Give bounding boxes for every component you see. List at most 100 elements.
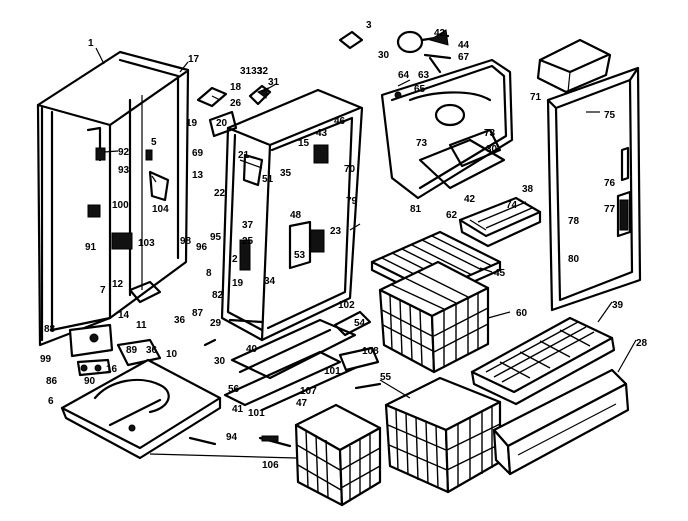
callout-19a: 19 (186, 118, 198, 129)
callout-15: 15 (298, 138, 310, 149)
callout-1: 1 (88, 38, 94, 49)
door-shelf-rack (470, 316, 616, 406)
callout-100: 100 (112, 200, 129, 211)
callout-11: 11 (136, 320, 147, 331)
callout-73a: 73 (416, 138, 428, 149)
callout-2: 2 (232, 254, 238, 265)
callout-13: 13 (192, 170, 204, 181)
callout-8: 8 (206, 268, 212, 279)
door-bin (492, 368, 630, 476)
callout-18: 18 (230, 82, 242, 93)
callout-56: 56 (228, 384, 240, 395)
callout-93: 93 (118, 165, 130, 176)
callout-21: 21 (238, 150, 250, 161)
leader-lines (95, 47, 637, 459)
callout-31: 31 (268, 77, 280, 88)
crisper-basket-large (384, 376, 502, 494)
callout-91: 91 (85, 242, 97, 253)
callout-87: 87 (192, 308, 204, 319)
damper-parts (196, 84, 272, 138)
callout-25: 25 (242, 236, 254, 247)
callout-70: 70 (344, 164, 356, 175)
callout-41: 41 (232, 404, 244, 415)
callout-5: 5 (151, 137, 157, 148)
callout-88: 88 (44, 324, 56, 335)
callout-37: 37 (242, 220, 254, 231)
callout-99: 99 (40, 354, 52, 365)
callout-60: 60 (516, 308, 528, 319)
callout-30c: 30 (486, 144, 498, 155)
callout-3: 3 (366, 20, 372, 31)
callout-30b: 30 (378, 50, 390, 61)
callout-38: 38 (522, 184, 534, 195)
callout-82: 82 (212, 290, 224, 301)
callout-67: 67 (458, 52, 470, 63)
callout-55: 55 (380, 372, 392, 383)
callout-106: 106 (262, 460, 279, 471)
callout-77: 77 (604, 204, 616, 215)
callout-43: 43 (316, 128, 328, 139)
callout-34: 34 (264, 276, 276, 287)
callout-69: 69 (192, 148, 204, 159)
callout-14: 14 (118, 310, 130, 321)
callout-74: 74 (506, 200, 518, 211)
callout-96: 96 (196, 242, 208, 253)
callout-90: 90 (84, 376, 96, 387)
callout-20: 20 (216, 118, 228, 129)
callout-48: 48 (290, 210, 302, 221)
callout-64: 64 (398, 70, 410, 81)
base-pan (60, 358, 222, 460)
air-duct-cover (536, 38, 612, 94)
inner-liner (220, 88, 364, 342)
callout-62: 62 (446, 210, 458, 221)
callout-79: 79 (346, 196, 358, 207)
callout-29: 29 (210, 318, 222, 329)
callout-108: 108 (362, 346, 379, 357)
drain-linkage (188, 310, 382, 448)
callout-23: 23 (330, 226, 342, 237)
callout-7: 7 (100, 285, 106, 296)
callout-76: 76 (604, 178, 616, 189)
callout-54: 54 (354, 318, 366, 329)
callout-80: 80 (568, 254, 580, 265)
ice-tray (458, 196, 542, 248)
fan-assembly (338, 29, 452, 99)
callout-92: 92 (118, 147, 130, 158)
freezer-basket (378, 260, 490, 374)
callout-65: 65 (414, 84, 426, 95)
callout-102: 102 (338, 300, 355, 311)
callout-36b: 36 (146, 345, 158, 356)
callout-30a: 30 (214, 356, 226, 367)
callout-19b: 19 (232, 278, 244, 289)
callout-86: 86 (46, 376, 58, 387)
callout-12: 12 (112, 279, 124, 290)
callout-89: 89 (126, 345, 138, 356)
callout-6: 6 (48, 396, 54, 407)
callout-labels: 1 17 92 93 5 13 100 104 91 103 7 12 14 1… (40, 20, 648, 471)
callout-98: 98 (180, 236, 192, 247)
callout-95: 95 (210, 232, 222, 243)
callout-36a: 36 (174, 315, 186, 326)
callout-3133: 3133 (240, 66, 263, 77)
callout-78: 78 (568, 216, 580, 227)
callout-42a: 42 (434, 28, 446, 39)
callout-45: 45 (494, 268, 506, 279)
callout-81: 81 (410, 204, 422, 215)
callout-39: 39 (612, 300, 624, 311)
callout-26: 26 (230, 98, 242, 109)
callout-101b: 101 (248, 408, 265, 419)
callout-10: 10 (166, 349, 178, 360)
callout-44: 44 (458, 40, 470, 51)
callout-47: 47 (296, 398, 308, 409)
door-gasket (546, 66, 642, 312)
crisper-basket-small (294, 403, 382, 507)
callout-46: 46 (334, 116, 346, 127)
callout-28: 28 (636, 338, 648, 349)
callout-71: 71 (530, 92, 542, 103)
callout-101a: 101 (324, 366, 341, 377)
cabinet-outer-case (36, 50, 190, 347)
callout-107: 107 (300, 386, 317, 397)
callout-51: 51 (262, 174, 274, 185)
